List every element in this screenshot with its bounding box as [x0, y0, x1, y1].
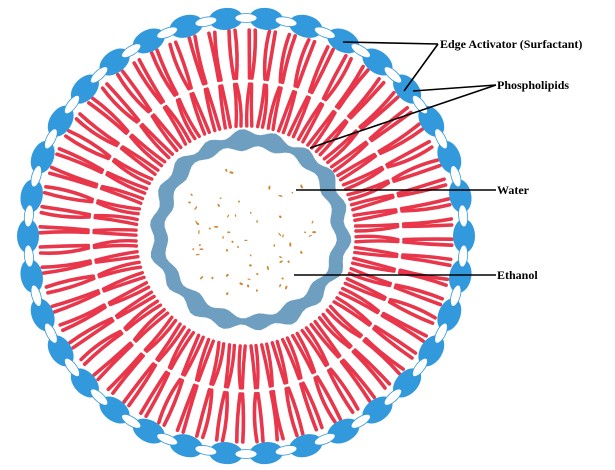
phospholipid-tail [235, 30, 237, 78]
edge-activator [448, 164, 463, 188]
phospholipid-tail [254, 394, 257, 442]
phospholipid-tail [94, 230, 136, 231]
phospholipid-head [433, 137, 466, 177]
phospholipid-tail [129, 365, 155, 405]
phospholipid-tail [81, 332, 120, 360]
phospholipid-tail [40, 246, 88, 247]
phospholipid-tail [229, 31, 234, 79]
ethanol-label: Ethanol [497, 268, 538, 282]
phospholipid-tail [235, 84, 237, 126]
phospholipid-tail [283, 36, 296, 82]
edge-activator [155, 25, 179, 41]
edge-activator [235, 450, 257, 459]
phospholipid-tail [40, 227, 88, 230]
edge-activator-leader-b [404, 44, 438, 91]
edge-activator [448, 284, 463, 308]
phospholipid-tail [258, 394, 263, 442]
edge-activator [235, 14, 257, 23]
edge-activator [432, 127, 450, 151]
phospholipid-head [26, 137, 59, 177]
water-label: Water [497, 183, 530, 197]
phospholipid-tail [94, 232, 136, 235]
phospholipid-tail [356, 236, 398, 239]
phospholipid-tail [243, 394, 244, 442]
phospholipid-tail [239, 346, 240, 388]
phospholipid-tail [247, 84, 250, 126]
phospholipid-tail [271, 392, 277, 440]
edge-activator [313, 25, 337, 41]
phospholipid-tail [382, 316, 423, 341]
phospholipid-tail [252, 30, 255, 78]
phospholipid-tail [40, 232, 88, 233]
phospholipid-head [433, 295, 466, 335]
phospholipids-label: Phospholipids [497, 78, 569, 92]
phospholipid-tail [94, 245, 136, 247]
edge-activator-label: Edge Activator (Surfactant) [440, 37, 582, 51]
ethanol-particle [227, 231, 230, 233]
phospholipid-tail [41, 248, 89, 253]
phospholipid-tail [242, 346, 245, 388]
edge-activator [42, 127, 60, 151]
phospholipid-head [26, 295, 59, 335]
phospholipid-tail [404, 219, 452, 224]
phospholipid-tail [251, 346, 255, 388]
edge-activator [432, 321, 450, 345]
edge-activator [155, 431, 179, 447]
phospholipid-tail [237, 394, 240, 442]
edge-activator [29, 164, 44, 188]
phospholipid-tail [356, 241, 398, 242]
phospholipid-tail [404, 242, 452, 245]
phospholipid-tail [356, 225, 398, 226]
edge-activator [42, 321, 60, 345]
edge-activator [313, 431, 337, 447]
phospholipid-tail [404, 225, 452, 226]
phospholipid-tail [77, 119, 117, 145]
phospholipid-tail [342, 362, 370, 401]
phospholipid-tail [337, 67, 363, 107]
edge-activator [29, 284, 44, 308]
phospholipids-leader-outer [413, 85, 496, 91]
